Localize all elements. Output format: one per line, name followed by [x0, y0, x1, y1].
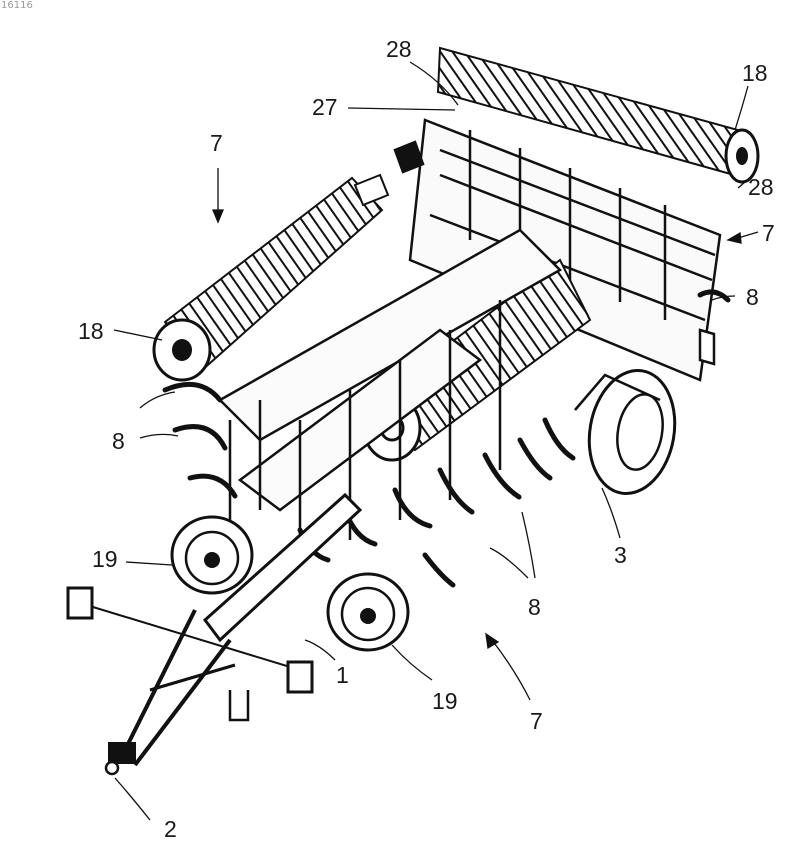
- ref-19-left: 19: [92, 548, 118, 571]
- ref-18-left: 18: [78, 320, 104, 343]
- ref-7-left: 7: [210, 132, 223, 155]
- ref-1: 1: [336, 664, 349, 687]
- ref-8-middle: 8: [528, 596, 541, 619]
- ref-27: 27: [312, 96, 338, 119]
- ref-2: 2: [164, 818, 177, 841]
- ref-28-left: 28: [386, 38, 412, 61]
- ref-3: 3: [614, 544, 627, 567]
- ref-7-right: 7: [762, 222, 775, 245]
- ref-8-right: 8: [746, 286, 759, 309]
- transport-wheel: [575, 364, 684, 501]
- gauge-wheel-right: [328, 574, 408, 650]
- gauge-wheel-left: [172, 517, 252, 593]
- ref-28-right: 28: [748, 176, 774, 199]
- ref-18-right: 18: [742, 62, 768, 85]
- hitch: [106, 742, 136, 774]
- ref-7-front: 7: [530, 710, 543, 733]
- ref-19-right: 19: [432, 690, 458, 713]
- ref-8-left: 8: [112, 430, 125, 453]
